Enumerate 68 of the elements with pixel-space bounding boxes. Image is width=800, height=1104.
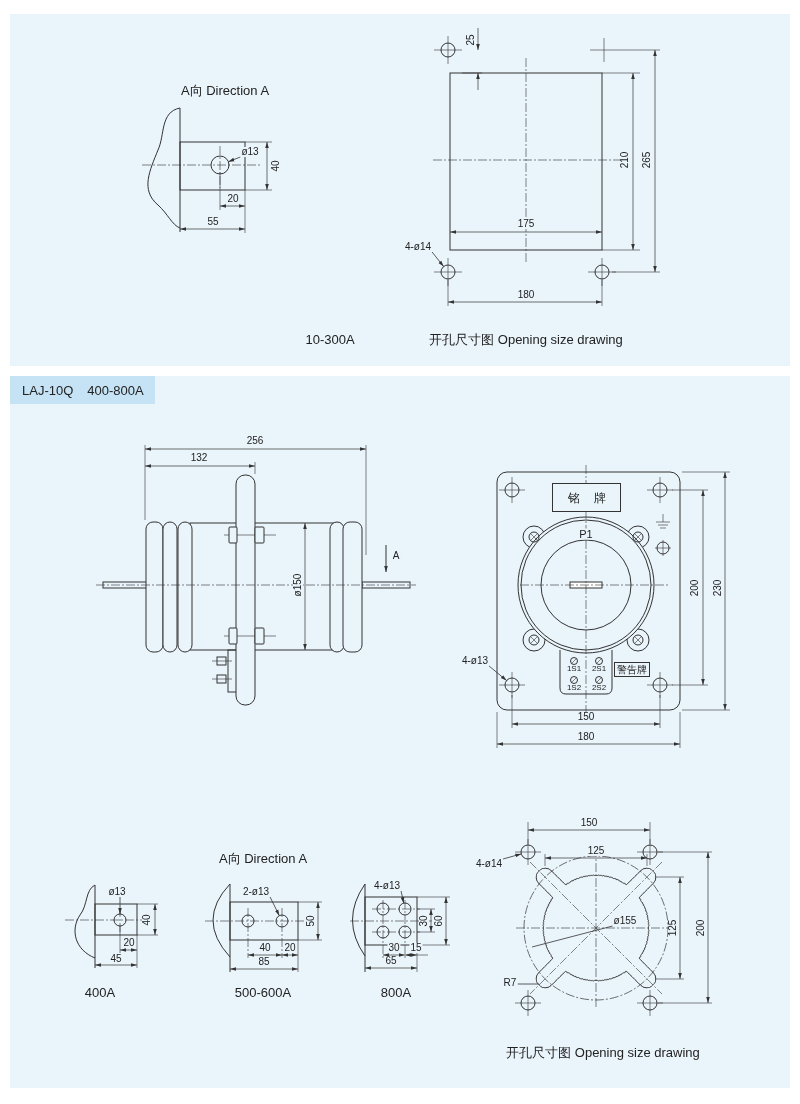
leader-line [517,983,540,985]
caption: 开孔尺寸图 Opening size drawing [428,332,624,346]
dimension-label: 55 [206,217,220,227]
view-title: A向 Direction A [179,83,271,97]
dimension-label: 15 [409,943,423,953]
dimension-label: 256 [245,436,265,446]
dimension-label: 30 [419,914,429,928]
caption: 500-600A [233,985,293,999]
terminal-label: 1S2 [565,684,583,692]
dimension-label: 125 [668,918,678,938]
section-title: LAJ-10Q [22,382,74,398]
direction-label: A [391,551,401,561]
leader-label: ø155 [612,916,638,926]
mounting-hole [113,913,127,927]
dimension-label: 150 [576,712,596,722]
warning-plate: 警告牌 [614,662,650,677]
leader-label: 4-ø14 [474,859,504,869]
dimension-label: 85 [257,957,271,967]
dimension-label: 25 [466,33,476,47]
dimension-label: 20 [122,938,136,948]
leader-label: 4-ø13 [372,881,402,891]
dimension-label: 40 [258,943,272,953]
dimension-label: 150 [579,818,599,828]
dimension-label: 50 [306,914,316,928]
dimension-label: 265 [642,150,652,170]
mounting-hole [440,264,456,280]
mounting-hole [398,902,412,916]
dimension-label: 45 [109,954,123,964]
caption: 开孔尺寸图 Opening size drawing [505,1045,701,1059]
dimension-label: 230 [713,578,723,598]
dimension-label: 40 [142,913,152,927]
leader-label: 4-ø14 [403,242,433,252]
dimension-label: 180 [576,732,596,742]
dimension-label: 200 [696,918,706,938]
leader-label: ø13 [107,887,127,897]
dimension-label: 60 [434,914,444,928]
dimension-label: 132 [189,453,209,463]
dimension-label: 40 [271,159,281,173]
nameplate-box: 铭牌 [552,483,621,512]
leader-line [531,925,613,948]
terminal-label: P1 [578,528,594,540]
dimension-label: 65 [384,956,398,966]
caption: 800A [379,985,413,999]
dimension-label: 200 [690,578,700,598]
mounting-hole [210,155,230,175]
dimension-label: 180 [516,290,536,300]
dimension-label: 20 [283,943,297,953]
mounting-hole [520,844,536,860]
leader-label: ø13 [240,147,260,157]
dimension-label: 175 [516,219,536,229]
leader-label: 4-ø13 [460,656,490,666]
caption: 400A [83,985,117,999]
terminal-label: 2S1 [590,665,608,673]
view-title: A向 Direction A [217,851,309,865]
dimension-label: 30 [387,943,401,953]
mounting-hole [275,914,289,928]
caption: 10-300A [304,332,356,346]
dimension-label: ø150 [293,572,303,598]
leader-label: 2-ø13 [241,887,271,897]
leader-label: R7 [502,978,518,988]
dimension-label: 20 [226,194,240,204]
section-title: 400-800A [87,382,144,398]
terminal-label: 2S2 [590,684,608,692]
dimension-label: 210 [620,150,630,170]
mounting-hole [504,677,520,693]
terminal-label: 1S1 [565,665,583,673]
section-tab [10,376,155,404]
dimension-label: 125 [586,846,606,856]
